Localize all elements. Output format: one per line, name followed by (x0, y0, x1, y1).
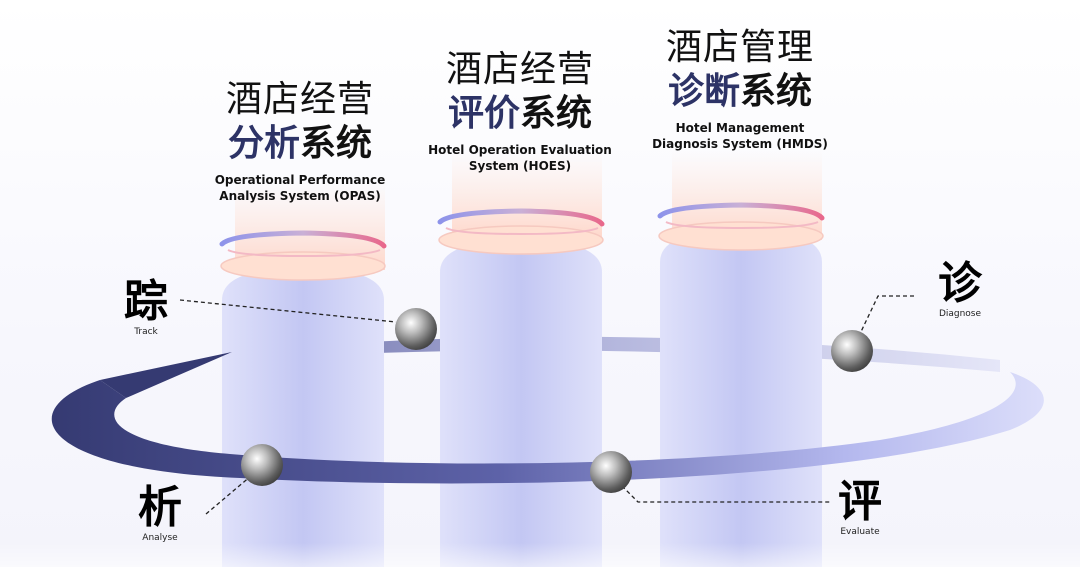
orbit-front-arc (51, 372, 1044, 484)
ring-hoes (437, 208, 605, 227)
system-hoes-english-2: System (HOES) (468, 159, 572, 173)
action-diagnose-en: Diagnose (938, 309, 982, 319)
sphere-analyse (241, 444, 283, 486)
connector-diagnose (857, 295, 914, 339)
orbit-arrowhead (100, 352, 232, 398)
action-evaluate-en: Evaluate (840, 527, 880, 537)
connector-track (179, 299, 397, 323)
system-hoes-line1: 酒店经营 (445, 49, 594, 90)
system-opas-highlight: 分析 (227, 123, 300, 164)
ring-hmds (657, 202, 825, 221)
action-evaluate-zh: 评 (838, 476, 882, 527)
system-hoes-highlight: 评价 (447, 93, 520, 134)
ring-opas (219, 230, 387, 249)
system-hmds-highlight: 诊断 (667, 71, 740, 112)
action-evaluate: 评 Evaluate (830, 478, 890, 538)
system-opas-line1: 酒店经营 (225, 79, 374, 120)
sphere-track (395, 308, 437, 350)
system-hoes-english-1: Hotel Operation Evaluation (428, 143, 612, 157)
system-hmds-english-2: Diagnosis System (HMDS) (652, 137, 828, 151)
system-hoes-rest: 系统 (520, 93, 593, 134)
action-analyse-zh: 析 (138, 482, 182, 533)
system-opas-english-2: Analysis System (OPAS) (219, 189, 381, 203)
system-hmds-rest: 系统 (740, 71, 813, 112)
action-analyse-en: Analyse (142, 533, 178, 543)
action-diagnose: 诊 Diagnose (928, 260, 992, 320)
system-opas-rest: 系统 (300, 123, 373, 164)
action-track-zh: 踪 (124, 276, 168, 327)
system-hmds-english-1: Hotel Management (675, 121, 805, 135)
system-opas-line2: 分析系统 (200, 122, 400, 166)
action-diagnose-zh: 诊 (938, 258, 982, 309)
system-opas-english-1: Operational Performance (214, 173, 386, 187)
action-track: 踪 Track (116, 278, 176, 338)
system-hoes-line2: 评价系统 (410, 92, 630, 136)
connector-evaluate (611, 475, 832, 503)
action-track-en: Track (134, 327, 158, 337)
sphere-evaluate (590, 451, 632, 493)
system-hmds-line1: 酒店管理 (665, 27, 814, 68)
action-analyse: 析 Analyse (130, 484, 190, 544)
system-hmds-line2: 诊断系统 (640, 70, 840, 114)
sphere-diagnose (831, 330, 873, 372)
